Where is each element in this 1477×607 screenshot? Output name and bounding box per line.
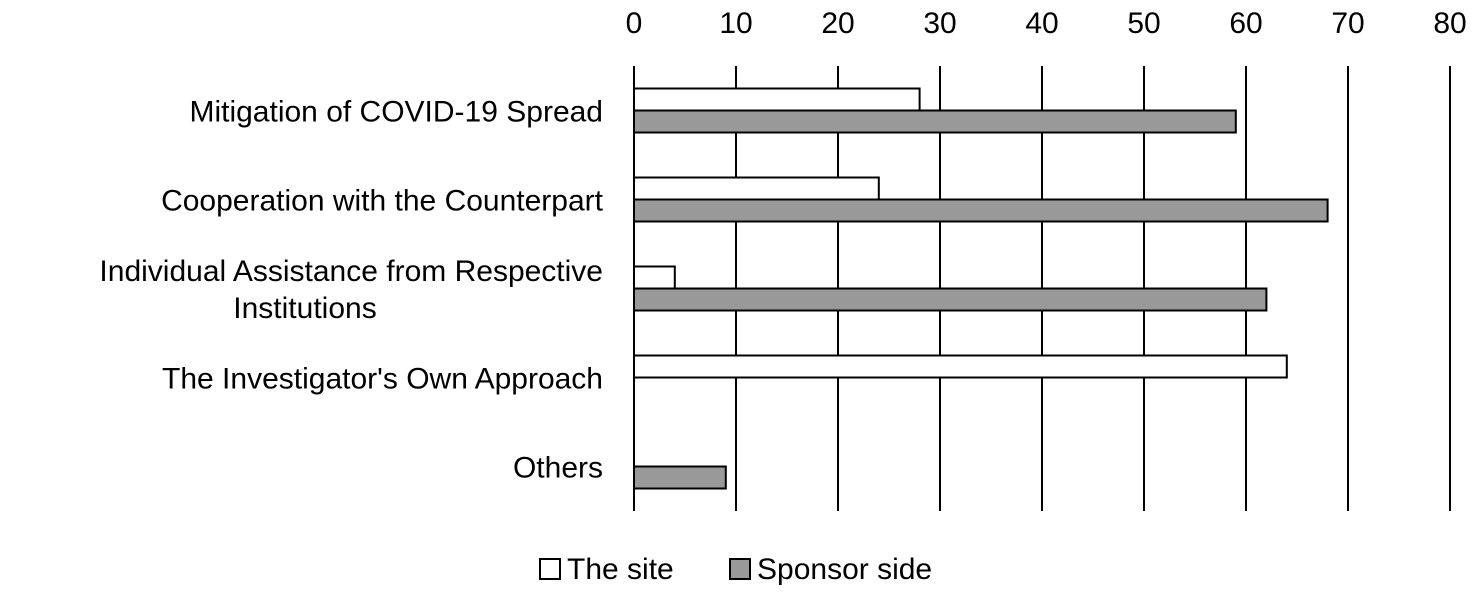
x-tick-label: 80 [1433,7,1466,40]
category-label: Others [513,452,603,485]
bar-the-site-3 [633,354,1288,379]
x-tick-label: 60 [1229,7,1262,40]
x-tick-label: 0 [626,7,643,40]
category-label: Mitigation of COVID-19 Spread [189,96,603,129]
bar-the-site-1 [633,176,880,201]
x-tick-label: 30 [923,7,956,40]
legend-label-1: Sponsor side [757,553,932,586]
bar-sponsor-side-2 [633,287,1268,312]
bar-the-site-2 [633,265,676,290]
x-tick-label: 40 [1025,7,1058,40]
category-label: Individual Assistance from Respective [99,255,603,288]
x-axis-ticks: 0 10 20 30 40 50 60 70 80 [626,7,1467,40]
bar-sponsor-side-0 [633,109,1237,134]
category-label: The Investigator's Own Approach [162,363,603,396]
legend-swatch-1 [729,558,751,580]
bar-the-site-0 [633,87,921,112]
legend: The site Sponsor side [539,553,932,586]
legend-swatch-0 [539,558,561,580]
x-tick-label: 20 [821,7,854,40]
category-labels: Mitigation of COVID-19 SpreadCooperation… [99,96,603,485]
bars [633,87,1329,490]
bar-sponsor-side-4 [633,465,727,490]
x-tick-label: 10 [719,7,752,40]
category-label: Institutions [233,292,376,325]
x-tick-label: 70 [1331,7,1364,40]
bar-sponsor-side-1 [633,198,1329,223]
x-tick-label: 50 [1127,7,1160,40]
category-label: Cooperation with the Counterpart [161,185,604,218]
legend-label-0: The site [567,553,674,586]
